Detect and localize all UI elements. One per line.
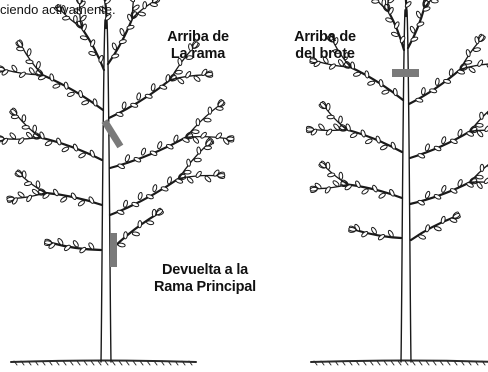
tree-left bbox=[0, 0, 235, 366]
label-above-branch: Arriba de La rama bbox=[150, 29, 246, 63]
label-above-shoot-line1: Arriba de bbox=[294, 29, 356, 45]
cut-marker-shoot bbox=[392, 69, 419, 77]
label-back-to-main-branch-line2: Rama Principal bbox=[154, 279, 256, 295]
label-back-to-main-branch-line1: Devuelta a la bbox=[161, 262, 249, 278]
label-back-to-main-branch: Devuelta a la Rama Principal bbox=[140, 262, 270, 296]
label-above-branch-line2: La rama bbox=[170, 46, 226, 62]
cut-marker-upper-branch bbox=[101, 119, 124, 149]
tree-right bbox=[305, 0, 488, 366]
caption-text: ciendo activamente. bbox=[0, 2, 116, 17]
label-above-shoot-line2: del brote bbox=[295, 46, 355, 62]
label-above-branch-line1: Arriba de bbox=[167, 29, 229, 45]
cut-marker-main-branch bbox=[110, 233, 117, 267]
label-above-shoot: Arriba de del brote bbox=[285, 29, 365, 63]
